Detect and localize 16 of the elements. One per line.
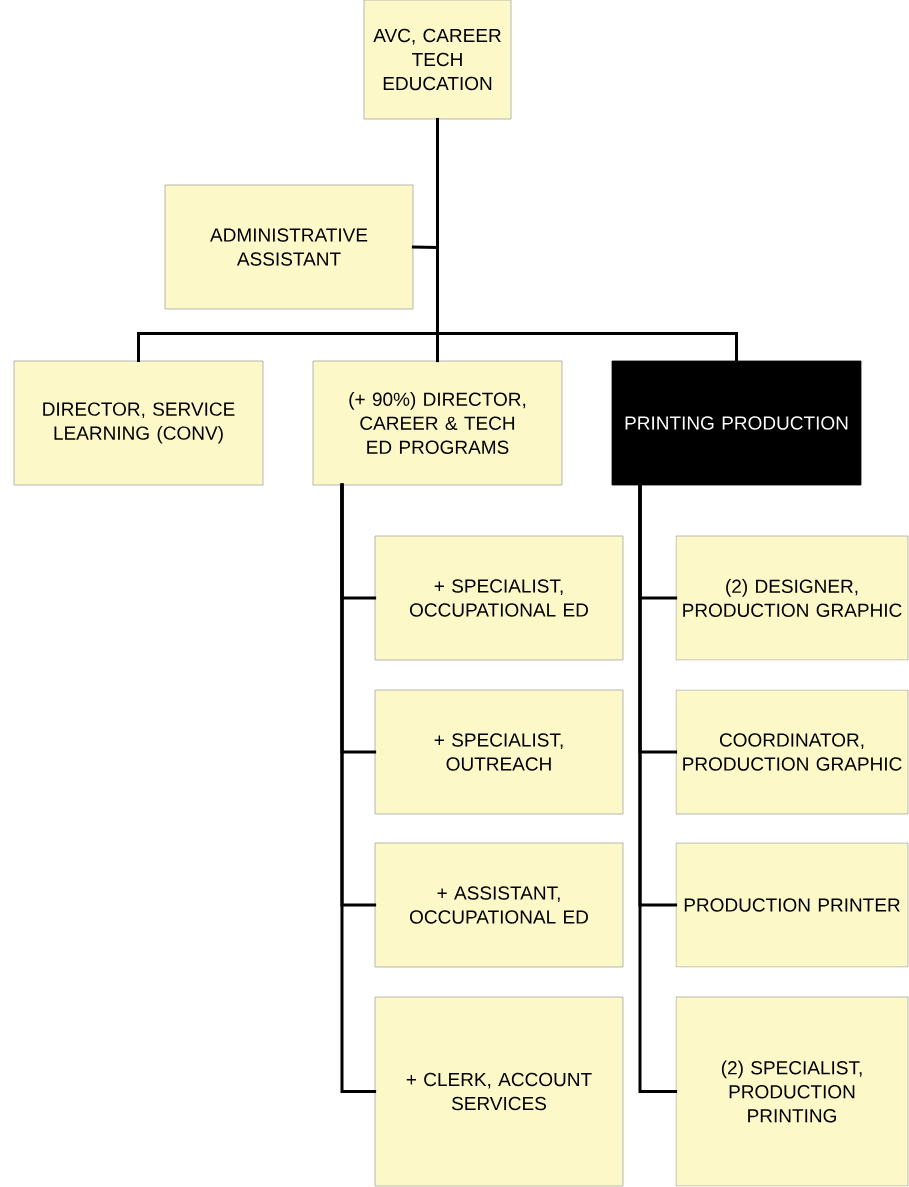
org-box: + ASSISTANT, OCCUPATIONAL ED [374,842,624,968]
org-box: (+ 90%) DIRECTOR, CAREER & TECH ED PROGRAMS [312,360,563,486]
org-box: AVC, CAREER TECH EDUCATION [363,0,512,120]
org-box: PRINTING PRODUCTION [611,360,862,486]
connector-line [638,483,678,1093]
org-box: PRODUCTION PRINTER [675,842,909,968]
org-box: + SPECIALIST, OCCUPATIONAL ED [374,535,624,661]
org-box: DIRECTOR, SERVICE LEARNING (CONV) [13,360,264,486]
org-box: (2) SPECIALIST, PRODUCTION PRINTING [675,996,909,1187]
org-box: (2) DESIGNER, PRODUCTION GRAPHIC [675,535,909,661]
connector-line [436,117,738,363]
org-box: COORDINATOR, PRODUCTION GRAPHIC [675,689,909,815]
org-box: + CLERK, ACCOUNT SERVICES [374,996,624,1187]
org-box: + SPECIALIST, OUTREACH [374,689,624,815]
org-box: ADMINISTRATIVE ASSISTANT [164,184,414,310]
connector-line [340,483,377,1093]
